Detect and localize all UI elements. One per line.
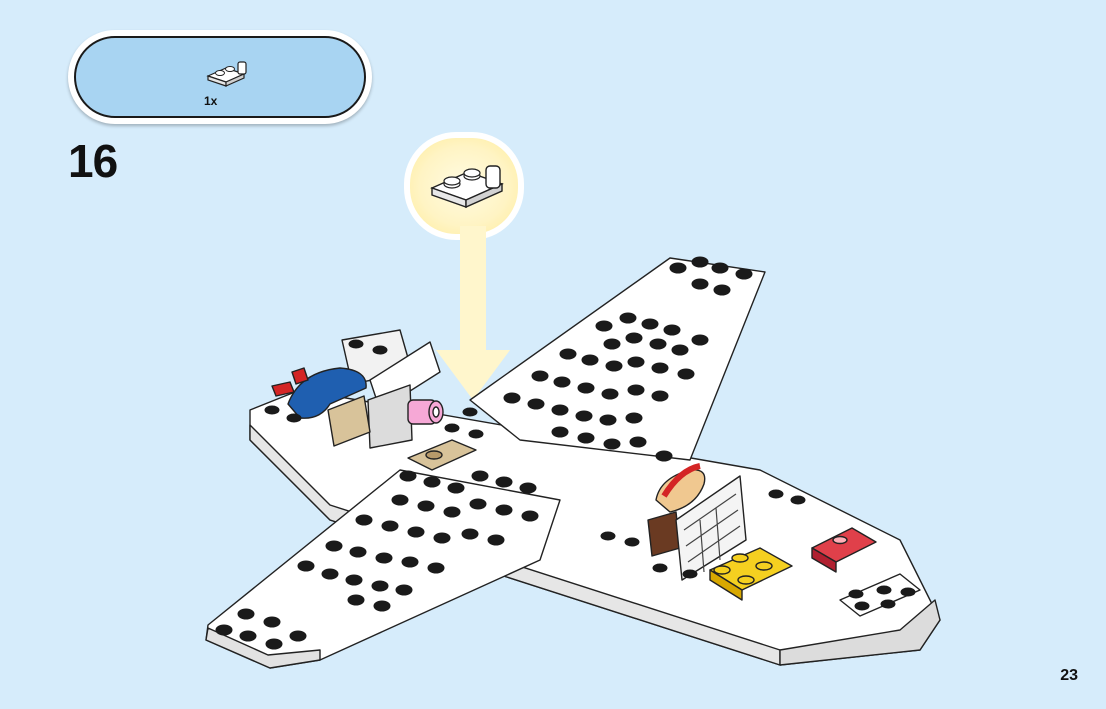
page-number: 23 bbox=[1060, 667, 1078, 685]
lego-airplane-model-icon bbox=[206, 258, 940, 668]
placement-arrow-down-icon bbox=[436, 226, 510, 400]
